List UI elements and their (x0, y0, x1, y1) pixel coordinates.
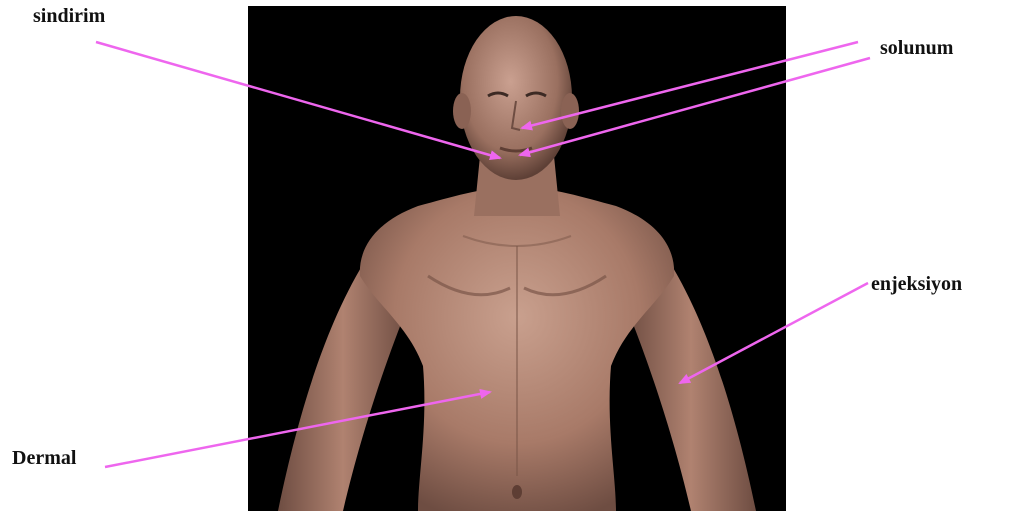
arrow-dermal (105, 392, 490, 467)
arrow-solunum-nose (522, 42, 858, 128)
label-dermal: Dermal (12, 448, 76, 468)
label-solunum: solunum (880, 38, 953, 58)
label-enjeksiyon: enjeksiyon (871, 274, 962, 294)
arrow-enjeksiyon (680, 283, 868, 383)
arrow-sindirim (96, 42, 500, 158)
arrow-solunum-mouth (520, 58, 870, 155)
label-sindirim: sindirim (33, 6, 105, 26)
